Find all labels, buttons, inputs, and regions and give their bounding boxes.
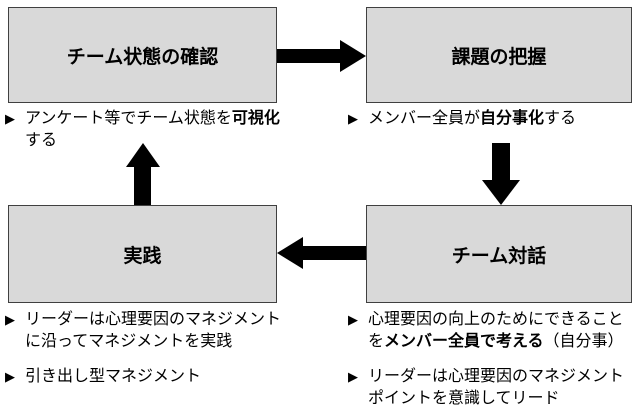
- box-team-dialogue-title: チーム対話: [451, 245, 547, 267]
- note-item: ▶ 心理要因の向上のためにできること をメンバー全員で考える（自分事）: [348, 309, 640, 353]
- triangle-bullet-icon: ▶: [5, 312, 15, 327]
- box-team-status: チーム状態の確認: [8, 7, 277, 103]
- arrow-up-practice-to-team-status: [126, 143, 160, 205]
- box-issue-grasp-title: 課題の把握: [451, 46, 547, 68]
- box-team-dialogue: チーム対話: [366, 205, 632, 303]
- note-item: ▶ リーダーは心理要因のマネジメント ポイントを意識してリード: [348, 366, 640, 410]
- notes-issue-grasp: ▶ メンバー全員が自分事化する: [348, 108, 638, 130]
- note-text: 引き出し型マネジメント: [25, 368, 202, 385]
- note-item: ▶ アンケート等でチーム状態を可視化 する: [5, 108, 315, 152]
- note-text: リーダーは心理要因のマネジメント に沿ってマネジメントを実践: [25, 311, 282, 350]
- triangle-bullet-icon: ▶: [5, 111, 15, 126]
- triangle-bullet-icon: ▶: [348, 369, 358, 384]
- arrow-shaft: [277, 49, 341, 63]
- note-item: ▶ リーダーは心理要因のマネジメント に沿ってマネジメントを実践: [5, 309, 315, 353]
- notes-team-dialogue: ▶ 心理要因の向上のためにできること をメンバー全員で考える（自分事） ▶ リー…: [348, 309, 640, 410]
- arrow-right-team-status-to-issue-grasp: [277, 40, 366, 72]
- box-issue-grasp: 課題の把握: [366, 7, 632, 103]
- arrow-down-issue-grasp-to-team-dialogue: [482, 143, 520, 205]
- arrow-shaft: [134, 167, 151, 205]
- arrow-shaft: [302, 246, 366, 260]
- box-team-status-title: チーム状態の確認: [66, 46, 219, 68]
- note-text: アンケート等でチーム状態を可視化 する: [25, 110, 280, 149]
- notes-team-status: ▶ アンケート等でチーム状態を可視化 する: [5, 108, 315, 152]
- box-practice: 実践: [8, 205, 277, 303]
- arrow-up-head-icon: [126, 143, 160, 167]
- note-text: メンバー全員が自分事化する: [368, 110, 577, 127]
- arrow-down-head-icon: [482, 180, 520, 205]
- arrow-left-team-dialogue-to-practice: [277, 237, 366, 269]
- triangle-bullet-icon: ▶: [348, 111, 358, 126]
- note-item: ▶ メンバー全員が自分事化する: [348, 108, 638, 130]
- triangle-bullet-icon: ▶: [348, 312, 358, 327]
- triangle-bullet-icon: ▶: [5, 369, 15, 384]
- arrow-left-head-icon: [277, 237, 303, 269]
- note-text: 心理要因の向上のためにできること をメンバー全員で考える（自分事）: [368, 311, 624, 350]
- note-item: ▶ 引き出し型マネジメント: [5, 366, 315, 388]
- note-text: リーダーは心理要因のマネジメント ポイントを意識してリード: [368, 368, 625, 407]
- arrow-shaft: [492, 143, 510, 180]
- notes-practice: ▶ リーダーは心理要因のマネジメント に沿ってマネジメントを実践 ▶ 引き出し型…: [5, 309, 315, 388]
- arrow-right-head-icon: [340, 40, 366, 72]
- box-practice-title: 実践: [123, 245, 162, 267]
